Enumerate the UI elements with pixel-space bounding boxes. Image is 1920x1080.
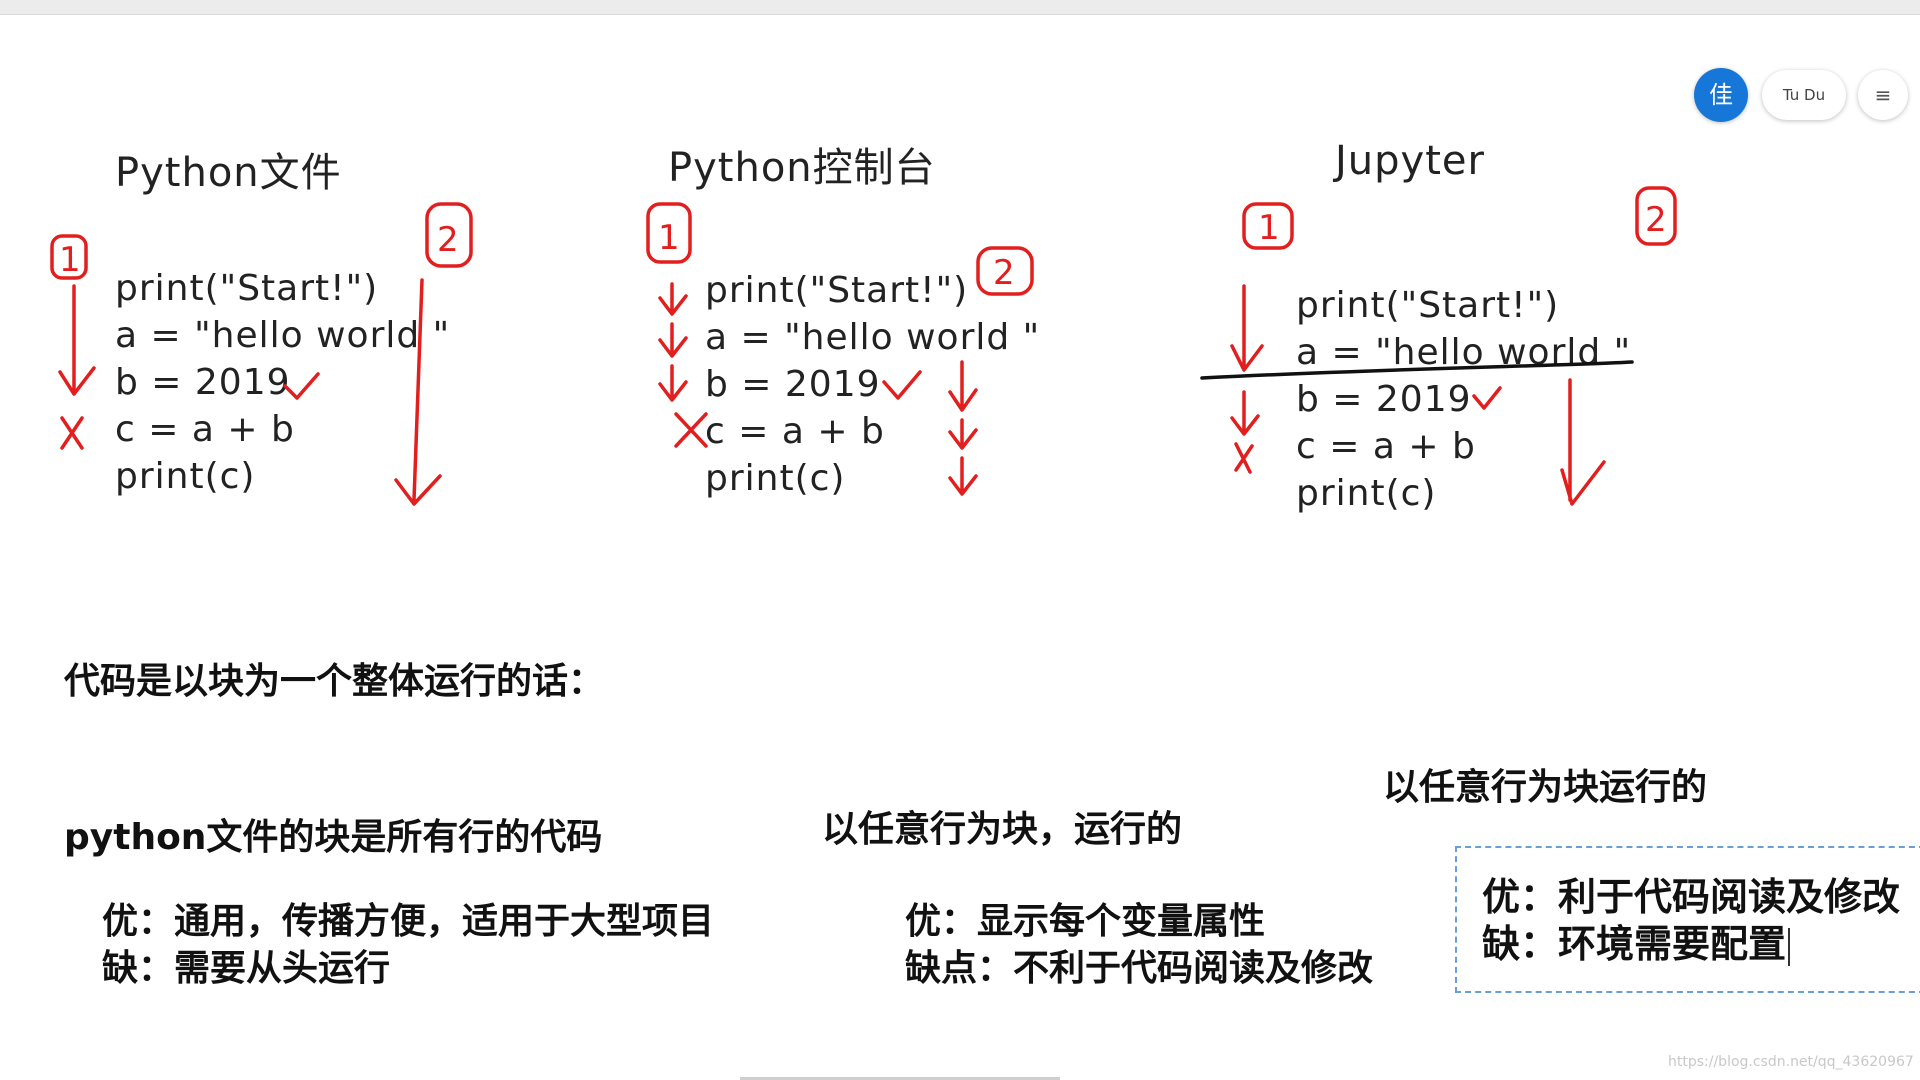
step-one-label: 1 xyxy=(59,240,81,280)
selected-text-box[interactable] xyxy=(1455,846,1920,993)
console-con-text: 缺点：不利于代码阅读及修改 xyxy=(905,948,1374,989)
top-bar xyxy=(0,0,1920,15)
section-title-python-file: Python文件 xyxy=(115,150,342,196)
arrow-down xyxy=(658,322,688,358)
watermark-url: https://blog.csdn.net/qq_43620967 xyxy=(1668,1054,1914,1070)
code-line: print(c) xyxy=(1296,473,1437,514)
file-pros-cons: 优：通用，传播方便，适用于大型项目 缺：需要从头运行 xyxy=(102,898,714,992)
section-title-jupyter: Jupyter xyxy=(1335,138,1485,184)
text-caret xyxy=(1788,927,1791,966)
section-title-python-console: Python控制台 xyxy=(668,145,936,191)
jupyter-pros-cons[interactable]: 优：利于代码阅读及修改 缺：环境需要配置 xyxy=(1482,874,1900,968)
code-line: c = a + b xyxy=(705,411,885,452)
code-line: print("Start!") xyxy=(705,270,969,311)
user-avatar[interactable]: 佳 xyxy=(1694,68,1748,122)
step-two-label: 2 xyxy=(1645,200,1667,240)
block-divider-line xyxy=(1200,360,1634,380)
step-one-box xyxy=(1242,202,1294,250)
code-line: c = a + b xyxy=(1296,426,1476,467)
cross-mark xyxy=(674,412,708,448)
menu-button[interactable]: ≡ xyxy=(1858,70,1908,120)
user-name-pill[interactable]: Tu Du xyxy=(1762,70,1846,120)
step-one-box xyxy=(50,234,88,280)
step-two-label: 2 xyxy=(437,220,459,260)
arrow-down xyxy=(948,418,978,450)
step-two-box xyxy=(1635,186,1677,246)
step-one-label: 1 xyxy=(658,218,680,258)
console-pro-text: 优：显示每个变量属性 xyxy=(905,901,1266,942)
arrow-down xyxy=(948,360,978,412)
code-line: b = 2019 xyxy=(115,362,291,403)
code-line: c = a + b xyxy=(115,409,295,450)
step-two-box xyxy=(976,246,1034,296)
file-con-text: 缺：需要从头运行 xyxy=(102,948,391,989)
code-line: print("Start!") xyxy=(115,268,379,309)
code-line: b = 2019 xyxy=(705,364,881,405)
code-line: print(c) xyxy=(705,458,846,499)
check-mark xyxy=(882,370,922,400)
check-mark xyxy=(1472,386,1502,410)
jupyter-con-text: 缺：环境需要配置 xyxy=(1482,922,1787,966)
long-arrow-down xyxy=(394,278,442,506)
check-mark xyxy=(283,372,320,400)
code-line: print("Start!") xyxy=(1296,285,1560,326)
arrow-down xyxy=(1230,390,1260,436)
code-line: a = "hello world " xyxy=(705,317,1041,358)
jupyter-pro-text: 优：利于代码阅读及修改 xyxy=(1482,875,1901,919)
jupyter-con-line: 缺：环境需要配置 xyxy=(1482,921,1900,968)
console-block-note: 以任意行为块，运行的 xyxy=(822,809,1183,850)
arrow-down xyxy=(948,456,978,496)
code-block-python-console: print("Start!") a = "hello world " b = 2… xyxy=(705,267,1040,502)
code-block-python-file: print("Start!") a = "hello world " b = 2… xyxy=(115,265,450,500)
long-arrow-down xyxy=(1560,378,1606,506)
code-line: a = "hello world " xyxy=(115,315,451,356)
menu-icon: ≡ xyxy=(1874,83,1892,107)
code-line: b = 2019 xyxy=(1296,379,1472,420)
cross-mark xyxy=(60,416,84,450)
step-two-box xyxy=(425,202,473,268)
arrow-down xyxy=(658,364,688,402)
step-one-box xyxy=(646,202,692,264)
file-pro-text: 优：通用，传播方便，适用于大型项目 xyxy=(102,901,715,942)
arrow-down xyxy=(58,284,96,396)
arrow-down xyxy=(1230,284,1264,372)
file-block-note: python文件的块是所有行的代码 xyxy=(64,817,603,858)
jupyter-block-note: 以任意行为块运行的 xyxy=(1383,767,1708,808)
step-one-label: 1 xyxy=(1258,208,1280,248)
console-pros-cons: 优：显示每个变量属性 缺点：不利于代码阅读及修改 xyxy=(905,898,1373,992)
arrow-down xyxy=(658,282,688,316)
bottom-scroll-indicator[interactable] xyxy=(740,1077,1060,1080)
summary-text: 代码是以块为一个整体运行的话： xyxy=(64,661,605,702)
step-two-label: 2 xyxy=(993,253,1015,293)
code-line: print(c) xyxy=(115,456,256,497)
cross-mark xyxy=(1234,442,1254,474)
